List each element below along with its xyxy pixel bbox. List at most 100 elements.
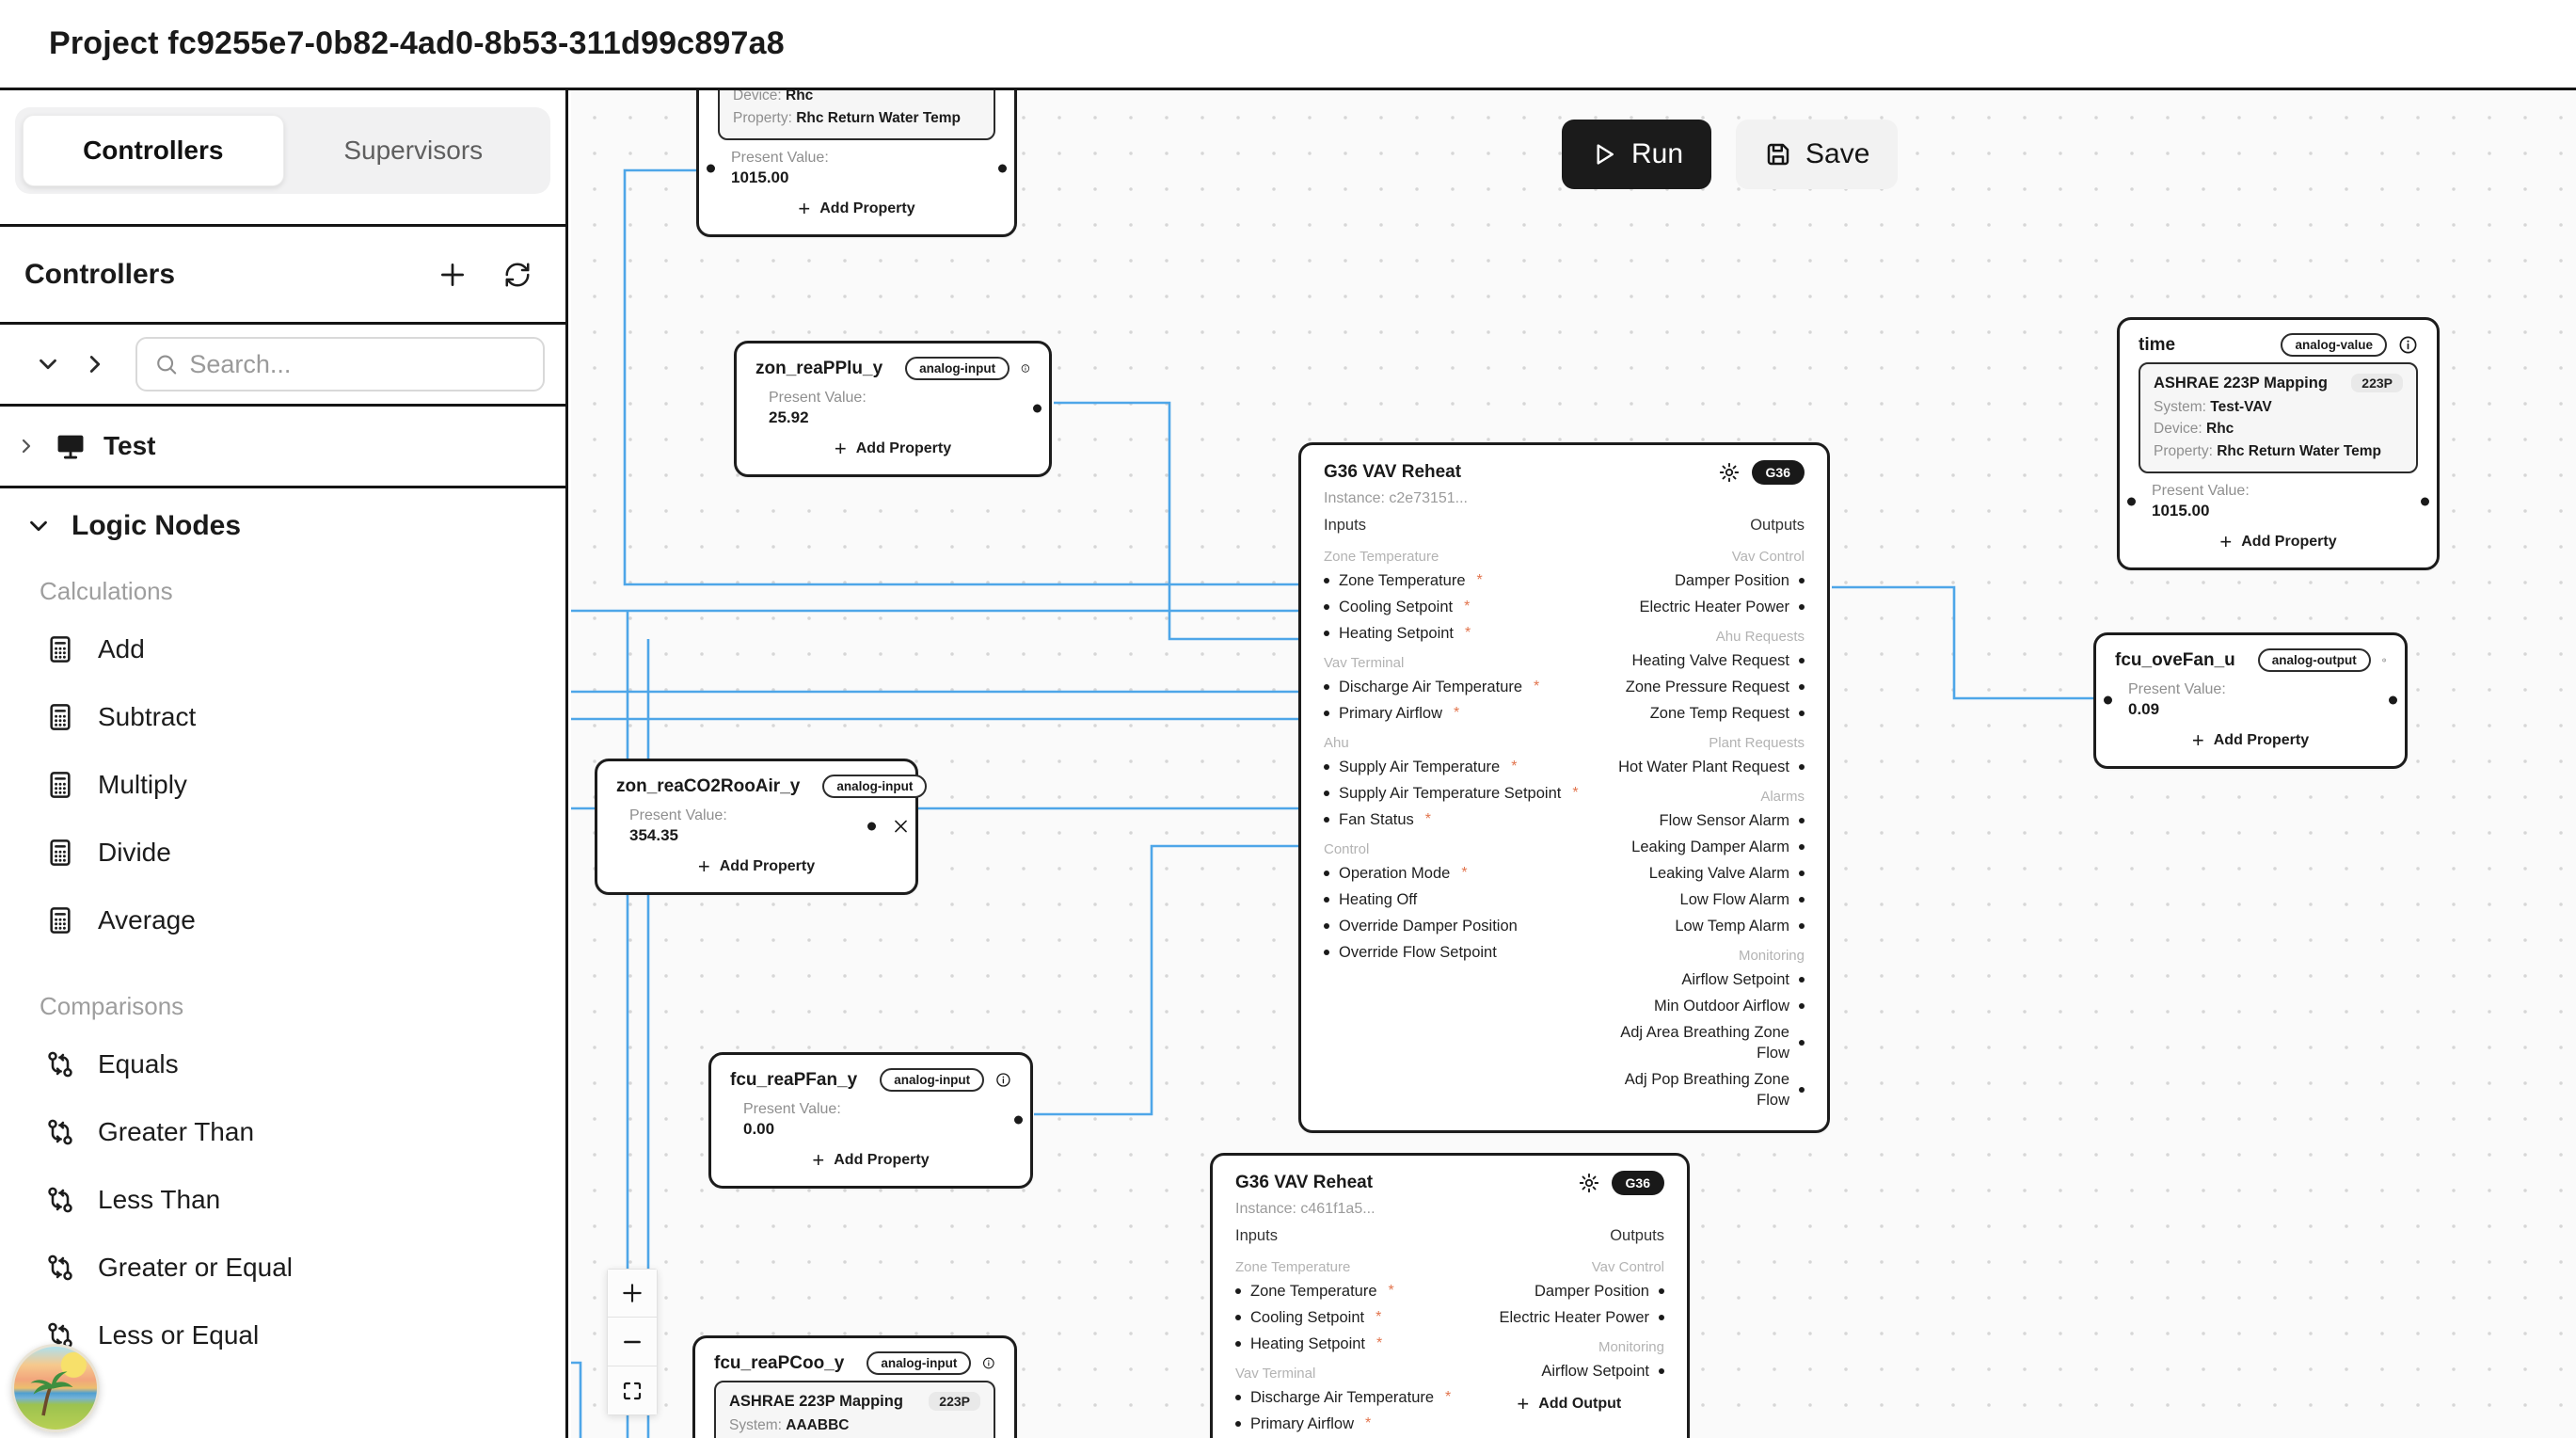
port-dot[interactable] [1324, 764, 1329, 770]
zoom-in-button[interactable] [607, 1269, 658, 1318]
port-dot[interactable] [1659, 1288, 1664, 1294]
port-dot[interactable] [1324, 578, 1329, 583]
logic-item-average[interactable]: Average [0, 887, 565, 954]
input-port-discharge-air-temperature[interactable]: Discharge Air Temperature* [1235, 1384, 1463, 1411]
gear-icon[interactable] [1578, 1172, 1600, 1194]
refresh-controllers-button[interactable] [498, 255, 537, 295]
port-dot[interactable] [1235, 1288, 1241, 1294]
port-dot[interactable] [1235, 1421, 1241, 1427]
input-port-dot[interactable] [2127, 497, 2136, 506]
logic-item-multiply[interactable]: Multiply [0, 751, 565, 819]
output-port-dot[interactable] [1033, 404, 1042, 413]
input-port-discharge-air-temperature[interactable]: Discharge Air Temperature* [1324, 674, 1579, 700]
output-port-leaking-damper-alarm[interactable]: Leaking Damper Alarm [1590, 834, 1805, 860]
logic-item-greater-than[interactable]: Greater Than [0, 1098, 565, 1166]
logic-item-divide[interactable]: Divide [0, 819, 565, 887]
logo-avatar[interactable] [11, 1344, 100, 1432]
collapse-all-button[interactable] [28, 344, 68, 384]
output-port-adj-pop-breathing-zone-flow[interactable]: Adj Pop Breathing Zone Flow [1590, 1066, 1805, 1113]
input-port-heating-off[interactable]: Heating Off [1324, 887, 1579, 913]
output-port-adj-area-breathing-zone-flow[interactable]: Adj Area Breathing Zone Flow [1590, 1019, 1805, 1066]
port-dot[interactable] [1324, 711, 1329, 716]
info-icon[interactable] [1021, 359, 1030, 378]
info-icon[interactable] [2382, 650, 2386, 670]
output-port-zone-pressure-request[interactable]: Zone Pressure Request [1590, 674, 1805, 700]
port-dot[interactable] [1799, 658, 1805, 663]
add-property-button[interactable]: +Add Property [2139, 531, 2418, 552]
port-dot[interactable] [1324, 897, 1329, 903]
add-property-button[interactable]: +Add Property [755, 439, 1030, 459]
port-dot[interactable] [1324, 684, 1329, 690]
save-button[interactable]: Save [1736, 120, 1899, 189]
output-port-dot[interactable] [2421, 497, 2429, 506]
input-port-dot[interactable] [2104, 695, 2112, 705]
input-port-cooling-setpoint[interactable]: Cooling Setpoint* [1324, 594, 1579, 620]
output-port-min-outdoor-airflow[interactable]: Min Outdoor Airflow [1590, 993, 1805, 1019]
output-port-heating-valve-request[interactable]: Heating Valve Request [1590, 647, 1805, 674]
output-port-electric-heater-power[interactable]: Electric Heater Power [1590, 594, 1805, 620]
input-port-heating-setpoint[interactable]: Heating Setpoint* [1235, 1331, 1463, 1357]
logic-item-equals[interactable]: Equals [0, 1031, 565, 1098]
add-property-button[interactable]: +Add Property [616, 856, 897, 877]
port-dot[interactable] [1799, 764, 1805, 770]
output-port-dot[interactable] [2389, 695, 2397, 705]
port-dot[interactable] [1324, 950, 1329, 955]
input-port-primary-airflow[interactable]: Primary Airflow* [1235, 1411, 1463, 1437]
port-dot[interactable] [1235, 1341, 1241, 1347]
input-port-override-flow-setpoint[interactable]: Override Flow Setpoint [1324, 939, 1579, 966]
add-output-button[interactable]: +Add Output [1474, 1394, 1664, 1414]
add-property-button[interactable]: +Add Property [718, 198, 995, 219]
port-dot[interactable] [1324, 791, 1329, 796]
input-port-override-damper-position[interactable]: Override Damper Position [1324, 913, 1579, 939]
search-input[interactable] [189, 349, 526, 379]
port-dot[interactable] [1235, 1315, 1241, 1320]
port-dot[interactable] [1324, 604, 1329, 610]
output-port-dot[interactable] [998, 164, 1007, 173]
output-port-leaking-valve-alarm[interactable]: Leaking Valve Alarm [1590, 860, 1805, 887]
output-port-dot[interactable] [1014, 1115, 1023, 1125]
port-dot[interactable] [1659, 1368, 1664, 1374]
input-port-primary-airflow[interactable]: Primary Airflow* [1324, 700, 1579, 727]
logic-item-constant[interactable]: Constant [0, 1430, 565, 1438]
port-dot[interactable] [1799, 1003, 1805, 1009]
input-port-supply-air-temperature[interactable]: Supply Air Temperature* [1324, 754, 1579, 780]
port-dot[interactable] [1324, 923, 1329, 929]
tab-supervisors[interactable]: Supervisors [284, 115, 544, 186]
zoom-out-button[interactable] [607, 1318, 658, 1366]
output-port-dot[interactable] [867, 822, 876, 831]
output-port-low-temp-alarm[interactable]: Low Temp Alarm [1590, 913, 1805, 939]
run-button[interactable]: Run [1562, 120, 1712, 189]
port-dot[interactable] [1799, 818, 1805, 823]
port-dot[interactable] [1799, 1087, 1805, 1093]
logic-item-subtract[interactable]: Subtract [0, 683, 565, 751]
input-port-dot[interactable] [707, 164, 715, 173]
logic-item-less-or-equal[interactable]: Less or Equal [0, 1302, 565, 1369]
logic-item-less-than[interactable]: Less Than [0, 1166, 565, 1234]
port-dot[interactable] [1799, 604, 1805, 610]
sidebar-item-test[interactable]: Test [0, 407, 565, 486]
output-port-low-flow-alarm[interactable]: Low Flow Alarm [1590, 887, 1805, 913]
output-port-hot-water-plant-request[interactable]: Hot Water Plant Request [1590, 754, 1805, 780]
add-property-button[interactable]: +Add Property [2115, 730, 2386, 751]
output-port-airflow-setpoint[interactable]: Airflow Setpoint [1474, 1358, 1664, 1384]
tab-controllers[interactable]: Controllers [23, 115, 284, 186]
logic-item-greater-or-equal[interactable]: Greater or Equal [0, 1234, 565, 1302]
gear-icon[interactable] [1718, 461, 1741, 484]
input-port-supply-air-temperature-setpoint[interactable]: Supply Air Temperature Setpoint* [1324, 780, 1579, 807]
output-port-damper-position[interactable]: Damper Position [1590, 567, 1805, 594]
port-dot[interactable] [1799, 977, 1805, 983]
port-dot[interactable] [1799, 578, 1805, 583]
port-dot[interactable] [1659, 1315, 1664, 1320]
port-dot[interactable] [1799, 1040, 1805, 1046]
input-port-fan-status[interactable]: Fan Status* [1324, 807, 1579, 833]
fit-view-button[interactable] [607, 1366, 658, 1415]
info-icon[interactable] [995, 1070, 1011, 1090]
